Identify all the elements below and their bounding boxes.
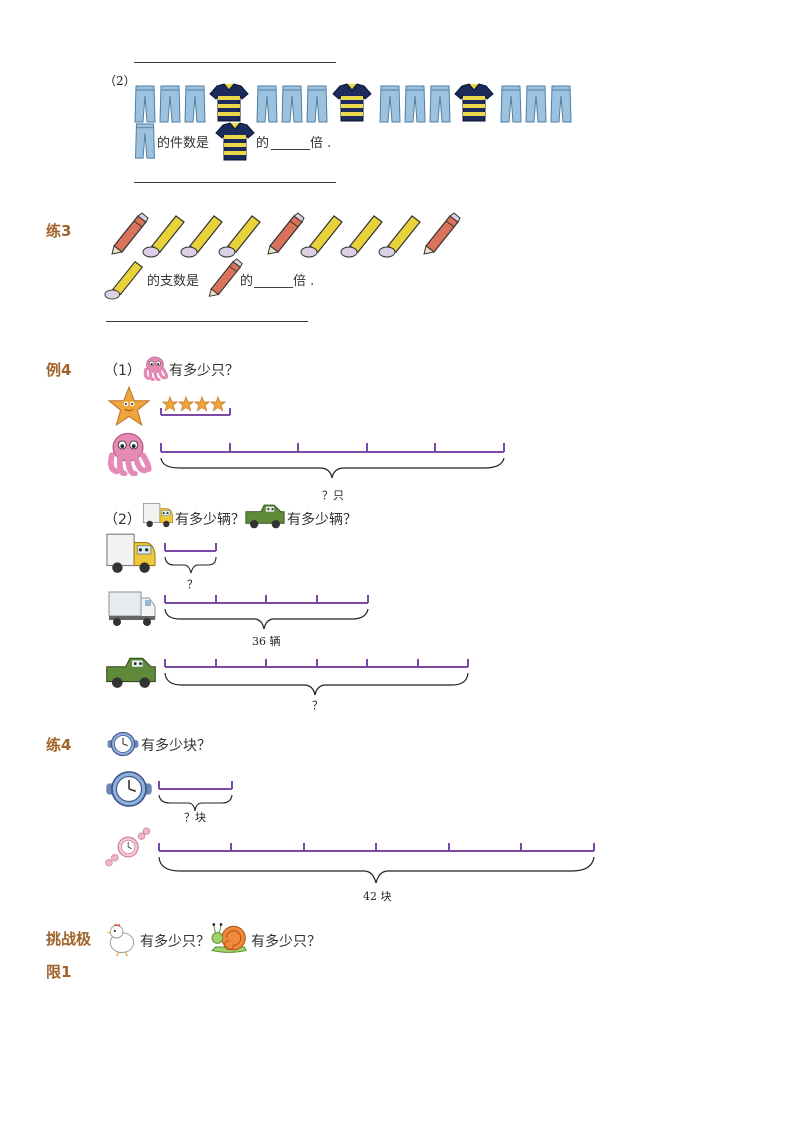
shirt-icon [332, 82, 372, 122]
question-text-pencil: 的支数是 [147, 274, 200, 289]
blue-watch-icon [106, 727, 140, 761]
pickup-unknown-label: ？ [312, 699, 323, 712]
lorry-icon [106, 588, 158, 628]
part1-question: 有多少只？ [169, 363, 239, 379]
label-lian4: 练4 [46, 736, 72, 754]
octopus-answer-label: ？只 [322, 489, 344, 502]
jeans-icon [281, 84, 303, 124]
pink-watch-total-label: 42 块 [363, 890, 392, 903]
jeans-icon [184, 84, 206, 124]
question-text-of: 的 [256, 136, 270, 151]
clothing-row [132, 82, 582, 126]
octopus-segment [160, 443, 505, 479]
challenge-question-a: 有多少只？ [140, 934, 210, 950]
jeans-icon [550, 84, 572, 124]
jeans-icon [134, 84, 156, 124]
shirt-icon [215, 121, 255, 161]
blue-watch-segment [158, 781, 233, 812]
label-challenge-line1: 挑战极 [46, 930, 92, 948]
jeans-icon [379, 84, 401, 124]
pencil-red-icon [202, 258, 244, 300]
lorry-total-label: 36 辆 [252, 635, 281, 648]
truck-unknown-label: ？ [187, 578, 198, 591]
jeans-icon [256, 84, 278, 124]
shirt-icon [454, 82, 494, 122]
answer-line-3 [106, 321, 308, 322]
answer-line-2 [134, 182, 336, 183]
part2-label: （2） [104, 74, 136, 88]
question-blank-times[interactable]: ______倍 . [254, 274, 315, 289]
label-lian3: 练3 [46, 222, 72, 240]
octopus-icon [142, 355, 168, 381]
jeans-icon [306, 84, 328, 124]
truck-segment [164, 543, 217, 574]
label-li4: 例4 [46, 361, 72, 379]
box-truck-icon [104, 530, 158, 576]
challenge-question-b: 有多少只？ [251, 934, 321, 950]
pencil-yellow-icon [218, 212, 264, 258]
shirt-icon [209, 82, 249, 122]
question-text-of: 的 [240, 274, 254, 289]
chicken-icon [104, 920, 140, 958]
pickup-segment [164, 659, 469, 696]
star-segment [160, 408, 231, 416]
pickup-icon [244, 500, 286, 530]
jeans-icon [500, 84, 522, 124]
part2-question-b: 有多少辆？ [287, 512, 357, 528]
jeans-icon [429, 84, 451, 124]
octopus-icon [104, 430, 152, 476]
jeans-icon [404, 84, 426, 124]
pink-watch-segment [158, 843, 595, 884]
jeans-icon [525, 84, 547, 124]
jeans-icon [159, 84, 181, 124]
starfish-icon [108, 385, 150, 427]
box-truck-icon [142, 500, 174, 530]
lian4-question: 有多少块？ [141, 738, 211, 754]
blue-watch-icon [104, 764, 154, 814]
pencil-yellow-icon [104, 258, 146, 300]
pickup-icon [104, 652, 158, 690]
pencil-red-icon [416, 212, 462, 258]
label-challenge-line2: 限1 [46, 963, 72, 981]
snail-icon [210, 920, 250, 956]
jeans-icon [134, 122, 156, 160]
pencil-row [104, 210, 464, 260]
answer-line-top [134, 62, 336, 63]
part2-prefix: （2） [104, 512, 141, 528]
lorry-segment [164, 595, 369, 630]
pink-watch-icon [104, 822, 154, 872]
part2-question-a: 有多少辆？ [175, 512, 245, 528]
part1-prefix: （1） [104, 363, 141, 379]
blue-watch-label: ？块 [184, 811, 206, 824]
question-blank-times[interactable]: ______倍 . [271, 136, 332, 151]
question-text-jeans: 的件数是 [157, 136, 210, 151]
